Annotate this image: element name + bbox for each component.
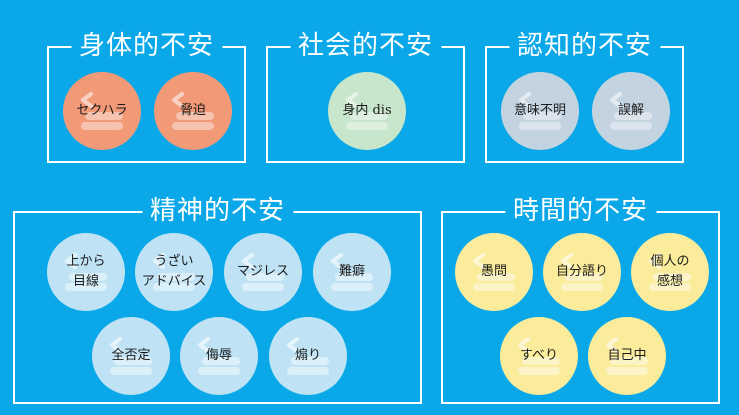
bubble-item: 難癖: [313, 233, 391, 311]
bubble-item: 意味不明: [501, 72, 579, 150]
bubble-item: 脅迫: [154, 72, 232, 150]
group-title: 認知的不安: [508, 28, 661, 64]
group-cognitive-anxiety: 認知的不安 意味不明 誤解: [485, 28, 684, 163]
bubble-item: マジレス: [224, 233, 302, 311]
bubble-label: 誤解: [617, 103, 644, 118]
group-time-anxiety: 時間的不安 愚問 自分語り 個人の 感想 すべり 自己中: [441, 193, 720, 404]
bubble-item: 愚問: [455, 233, 533, 311]
bubble-item: 侮辱: [180, 317, 258, 395]
group-mental-anxiety: 精神的不安 上から 目線 うざい アドバイス マジレス 難癖 全否定 侮辱 煽り: [13, 193, 422, 404]
bubble-item: 上から 目線: [47, 233, 125, 311]
group-social-anxiety: 社会的不安 身内 dis: [266, 28, 465, 163]
bubble-label: 煽り: [294, 348, 321, 363]
bubble-label: 愚問: [480, 264, 507, 279]
bubble-item: 身内 dis: [328, 72, 406, 150]
bubble-label: うざい アドバイス: [141, 254, 207, 289]
bubble-label: 侮辱: [205, 348, 232, 363]
bubble-label: 意味不明: [513, 103, 566, 118]
bubble-item: 煽り: [269, 317, 347, 395]
bubble-label: マジレス: [236, 264, 289, 279]
bubble-item: 自己中: [588, 317, 666, 395]
group-title: 社会的不安: [289, 28, 442, 64]
bubble-label: 自己中: [607, 348, 647, 363]
group-title: 身体的不安: [70, 28, 223, 64]
bubble-item: 全否定: [92, 317, 170, 395]
group-title: 精神的不安: [141, 193, 294, 229]
bubble-item: うざい アドバイス: [135, 233, 213, 311]
bubble-label: 上から 目線: [66, 254, 106, 289]
bubble-item: すべり: [500, 317, 578, 395]
bubble-item: 誤解: [592, 72, 670, 150]
bubble-label: 全否定: [111, 348, 151, 363]
bubble-label: すべり: [519, 348, 559, 363]
bubble-label: セクハラ: [76, 103, 128, 118]
bubble-label: 難癖: [338, 264, 365, 279]
group-physical-anxiety: 身体的不安 セクハラ 脅迫: [47, 28, 246, 163]
bubble-item: セクハラ: [63, 72, 141, 150]
bubble-label: 身内 dis: [342, 103, 392, 118]
group-title: 時間的不安: [504, 193, 657, 229]
bubble-label: 自分語り: [555, 264, 608, 279]
bubble-label: 個人の 感想: [650, 254, 690, 289]
bubble-item: 個人の 感想: [631, 233, 709, 311]
bubble-item: 自分語り: [543, 233, 621, 311]
bubble-label: 脅迫: [179, 103, 206, 118]
